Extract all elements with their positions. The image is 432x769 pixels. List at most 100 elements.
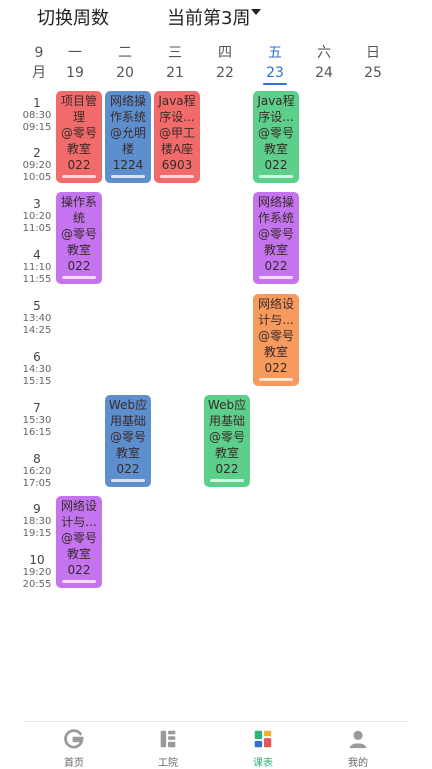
period-1: 1 08:30 09:15 [20,96,54,134]
course-location: 022 [67,563,91,577]
day-name: 五 [268,45,282,61]
day-header-wed: 三 21 [151,44,199,84]
day-date: 22 [216,65,234,81]
course-location: 楼1224 [112,142,144,172]
period-end: 14:25 [22,325,52,336]
period-start: 13:40 [22,313,52,324]
course-card-mon-9[interactable]: 网络设 计与... @零号 教室 022 [56,496,102,588]
schedule-icon [254,730,272,748]
course-location: @甲工 [158,126,195,140]
current-week-selector[interactable]: 当前第3周 [167,8,251,29]
period-end: 17:05 [22,478,52,489]
course-title: 计与... [258,313,294,327]
course-location: 教室 [66,142,91,156]
day-name: 四 [218,45,232,61]
period-end: 16:15 [22,427,52,438]
course-card-mon-3[interactable]: 操作系 统 @零号 教室 022 [56,192,102,284]
course-card-tue-7[interactable]: Web应 用基础 @零号 教室 022 [105,395,151,487]
day-header-sun: 日 25 [349,44,397,84]
period-number: 3 [33,197,41,211]
day-header-tue: 二 20 [101,44,149,84]
month-number: 9 [34,45,44,61]
day-date: 23 [266,65,284,81]
month-indicator: 9 月 [26,44,52,82]
course-location: @零号 [208,430,245,444]
day-name: 六 [317,45,331,61]
course-title: 计与... [61,515,97,529]
card-bar [259,175,293,178]
period-end: 11:55 [22,274,52,285]
course-card-fri-5[interactable]: 网络设 计与... @零号 教室 022 [253,294,299,386]
day-date: 21 [166,65,184,81]
course-card-fri-3[interactable]: 网络操 作系统 @零号 教室 022 [253,192,299,284]
course-title: 用基础 [208,414,245,428]
card-bar [160,175,194,178]
course-location: @零号 [60,126,97,140]
course-title: 操作系 [60,195,97,209]
course-title: 统 [72,211,85,225]
course-card-wed-1[interactable]: Java程 序设... @甲工 楼A座 6903 [154,91,200,183]
nav-label: 课表 [253,758,273,769]
course-title: 理 [72,110,85,124]
day-header-fri: 五 23 [251,44,299,84]
course-location: 022 [264,361,288,375]
nav-label: 首页 [64,758,84,769]
period-number: 5 [33,299,41,313]
course-title: Web应 [207,398,247,412]
day-date: 24 [315,65,333,81]
course-card-fri-1[interactable]: Java程 序设... @零号 教室 022 [253,91,299,183]
day-header-thu: 四 22 [201,44,249,84]
course-card-thu-7[interactable]: Web应 用基础 @零号 教室 022 [204,395,250,487]
course-location: 6903 [161,158,193,172]
period-3: 3 10:20 11:05 [20,197,54,235]
course-card-tue-1[interactable]: 网络操 作系统 @允明 楼1224 [105,91,151,183]
period-5: 5 13:40 14:25 [20,299,54,337]
day-name: 一 [68,45,82,61]
course-location: 022 [264,259,288,273]
nav-campus[interactable]: 工院 [138,728,198,769]
switch-week-button[interactable]: 切换周数 [37,8,109,29]
day-date: 25 [364,65,382,81]
campus-icon [160,730,176,748]
card-bar [259,276,293,279]
period-start: 11:10 [22,262,52,273]
course-card-mon-1[interactable]: 项目管 理 @零号 教室 022 [56,91,102,183]
day-header-mon: 一 19 [51,44,99,84]
period-number: 6 [33,350,41,364]
day-name: 二 [118,45,132,61]
nav-schedule[interactable]: 课表 [233,728,293,769]
card-bar [62,175,96,178]
course-location: 教室 [66,243,91,257]
top-bar: 切换周数 当前第3周 [0,0,432,36]
course-title: 项目管 [60,94,97,108]
course-location: @零号 [257,126,294,140]
period-number: 7 [33,401,41,415]
nav-home[interactable]: 首页 [44,728,104,769]
course-title: 网络操 [257,195,294,209]
period-start: 08:30 [22,110,52,121]
course-title: Java程 [257,94,295,108]
course-title: Java程 [158,94,196,108]
period-end: 19:15 [22,528,52,539]
course-location: 022 [67,158,91,172]
period-10: 10 19:20 20:55 [20,553,54,591]
nav-profile[interactable]: 我的 [328,728,388,769]
course-location: @零号 [257,227,294,241]
nav-label: 工院 [158,758,178,769]
period-start: 10:20 [22,211,52,222]
card-bar [259,378,293,381]
period-2: 2 09:20 10:05 [20,146,54,184]
course-title: 作系统 [109,110,146,124]
period-9: 9 18:30 19:15 [20,502,54,540]
nav-label: 我的 [348,758,368,769]
month-unit: 月 [32,65,46,81]
caret-down-icon[interactable] [251,9,261,15]
period-end: 11:05 [22,223,52,234]
period-start: 19:20 [22,567,52,578]
card-bar [210,479,244,482]
course-location: @零号 [60,531,97,545]
period-number: 8 [33,452,41,466]
today-indicator [263,83,287,85]
card-bar [111,479,145,482]
card-bar [111,175,145,178]
